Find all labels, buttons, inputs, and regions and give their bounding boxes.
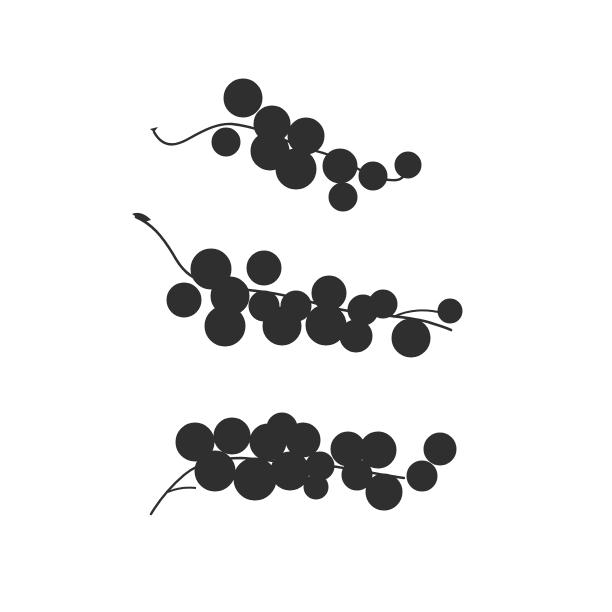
currant-berry	[368, 289, 398, 319]
currant-branch-2	[132, 212, 463, 358]
branch-3-twig	[167, 486, 197, 493]
currant-branch-3	[149, 412, 457, 516]
currant-berry	[287, 117, 325, 155]
currant-berry	[391, 318, 431, 358]
currant-berry	[166, 282, 202, 318]
branch-2-stem	[134, 215, 453, 332]
currant-berry	[359, 431, 397, 469]
branch-2-tip	[132, 212, 151, 222]
currant-berry	[394, 151, 422, 179]
currant-berry	[213, 417, 251, 455]
currant-berry	[175, 422, 215, 462]
currant-berry	[270, 451, 310, 491]
currant-berry	[358, 161, 388, 191]
currant-berry	[328, 182, 358, 212]
currant-berry	[223, 78, 263, 118]
currant-berry	[246, 250, 282, 286]
currant-berry	[204, 305, 246, 347]
currant-berry	[365, 473, 403, 511]
currant-berry	[211, 127, 241, 157]
currant-berry	[194, 450, 236, 492]
currant-berry	[341, 459, 373, 491]
currant-berry	[233, 457, 277, 501]
currant-berry	[437, 298, 463, 324]
currant-berry	[303, 474, 329, 500]
currant-berry	[406, 460, 438, 492]
currant-branch-1	[150, 78, 422, 212]
currant-berry	[423, 432, 457, 466]
currant-berry	[262, 306, 302, 346]
currant-berry	[275, 148, 317, 190]
branch-1-tip	[150, 127, 158, 132]
currant-berry	[322, 148, 358, 184]
